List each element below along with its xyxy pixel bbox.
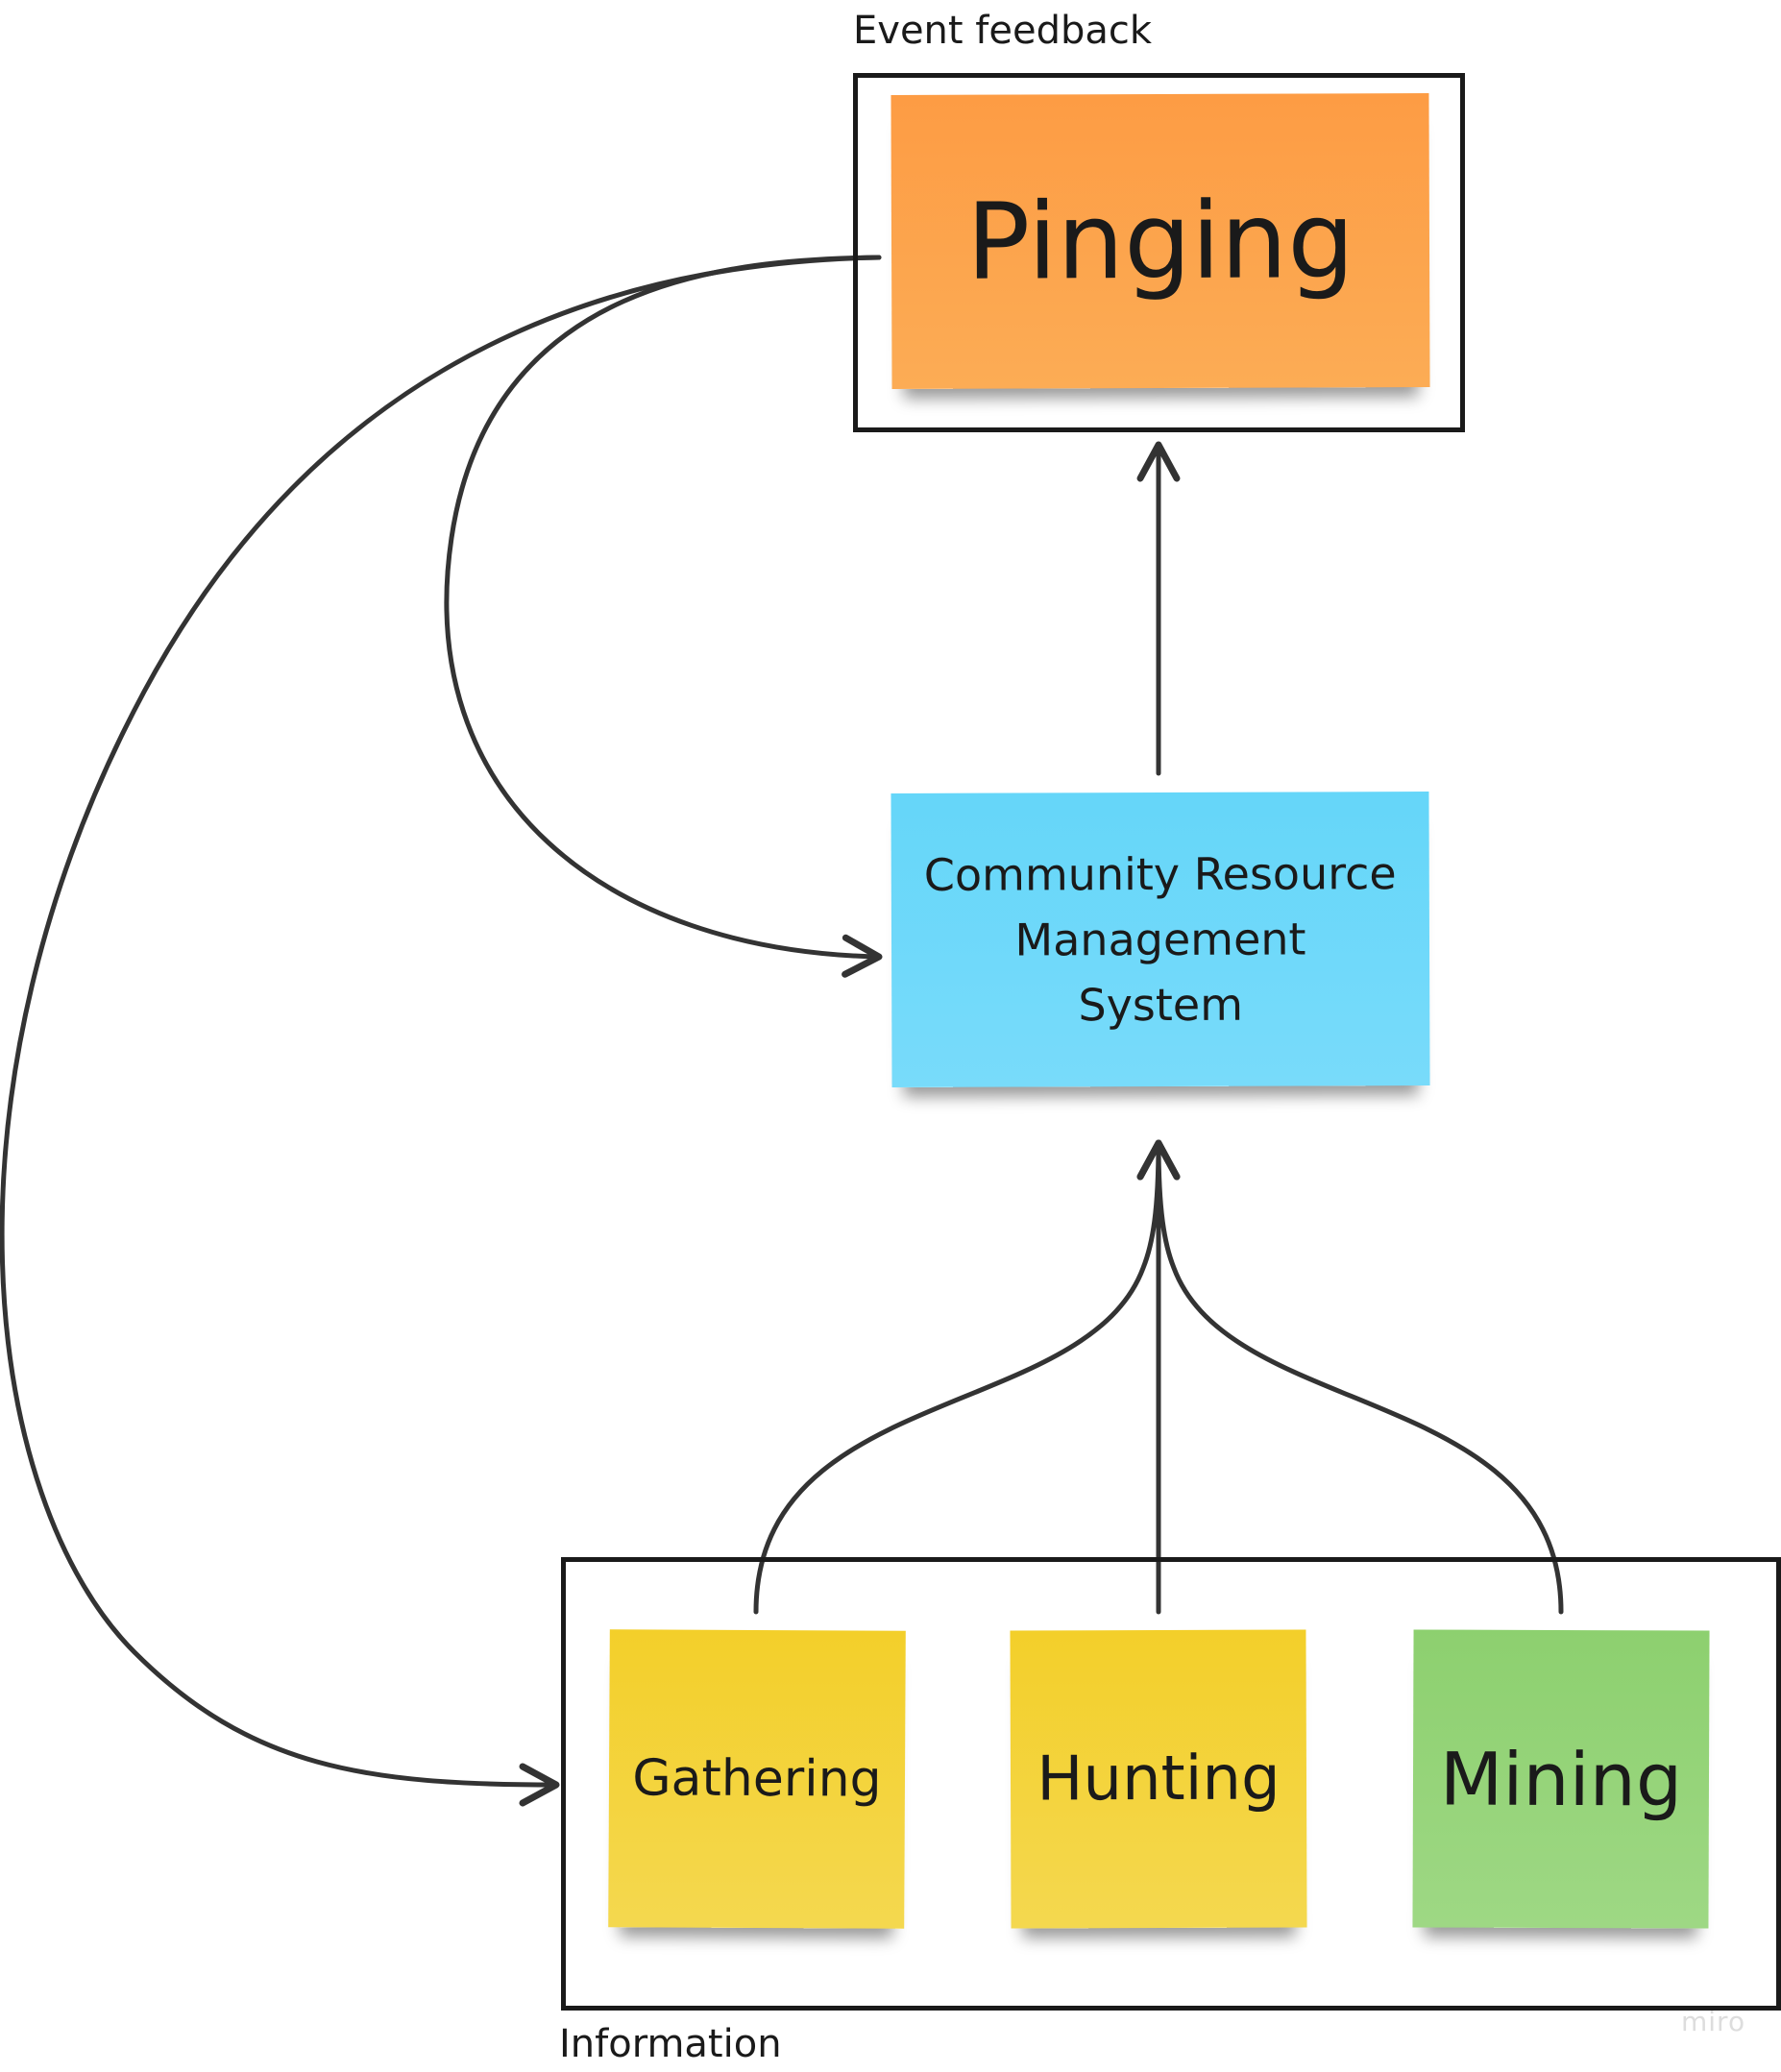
- frame-label-information: Information: [559, 2022, 782, 2066]
- frame-information[interactable]: [561, 1557, 1781, 2011]
- frame-event-feedback[interactable]: [853, 73, 1465, 432]
- arrow-pinging-to-information[interactable]: [0, 255, 882, 1807]
- sticky-note-mining[interactable]: Mining: [1412, 1629, 1710, 1929]
- sticky-text-gathering: Gathering: [632, 1749, 882, 1809]
- sticky-text-hunting: Hunting: [1037, 1743, 1281, 1816]
- sticky-note-crms[interactable]: Community Resource Management System: [890, 792, 1430, 1087]
- sticky-text-crms: Community Resource Management System: [924, 841, 1398, 1038]
- sticky-text-crms-line-3: System: [1078, 978, 1244, 1032]
- miro-watermark: miro: [1681, 2006, 1746, 2037]
- sticky-text-mining: Mining: [1439, 1736, 1683, 1822]
- arrow-gathering-to-crms[interactable]: [753, 1139, 1181, 1615]
- sticky-note-hunting[interactable]: Hunting: [1010, 1629, 1307, 1929]
- arrow-pinging-to-crms[interactable]: [444, 255, 883, 978]
- sticky-text-pinging: Pinging: [965, 179, 1355, 304]
- frame-label-event-feedback: Event feedback: [853, 9, 1153, 53]
- arrow-mining-to-crms[interactable]: [1136, 1139, 1564, 1615]
- sticky-note-pinging[interactable]: Pinging: [890, 93, 1430, 389]
- sticky-text-crms-line-1: Community Resource: [923, 847, 1397, 901]
- sticky-text-crms-line-2: Management: [1014, 913, 1306, 966]
- sticky-note-gathering[interactable]: Gathering: [608, 1629, 906, 1929]
